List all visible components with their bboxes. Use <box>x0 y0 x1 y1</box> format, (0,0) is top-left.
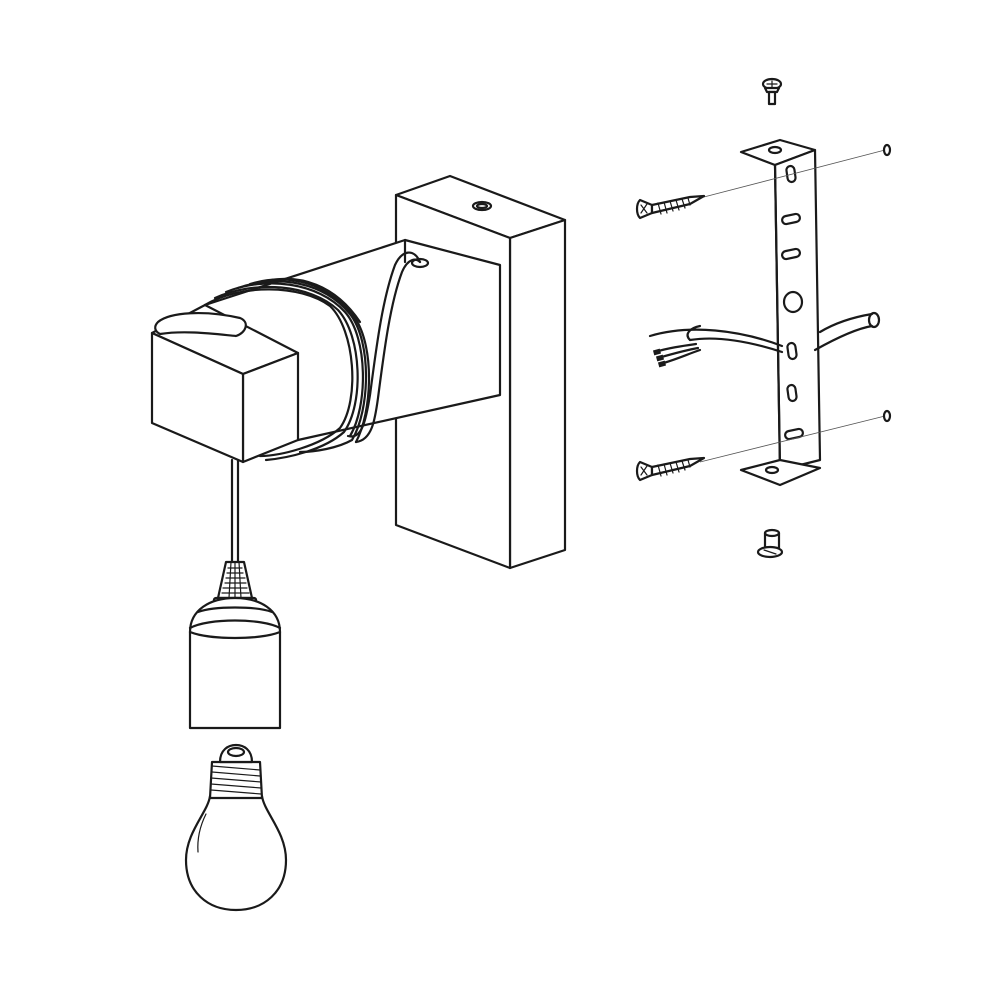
wall-plug <box>882 143 892 157</box>
mounting-bracket <box>739 138 822 487</box>
wall-screw <box>635 456 706 482</box>
bracket-bolt <box>756 528 784 559</box>
wall-plug <box>882 409 892 423</box>
pendant-cord <box>230 458 240 564</box>
lamp-socket <box>188 596 282 730</box>
guide-lines <box>699 149 886 463</box>
bracket-bolt <box>761 77 783 106</box>
wall-screw <box>635 194 706 220</box>
coiled-cable <box>203 251 430 462</box>
supply-cable <box>648 311 881 368</box>
light-bulb <box>184 743 288 912</box>
